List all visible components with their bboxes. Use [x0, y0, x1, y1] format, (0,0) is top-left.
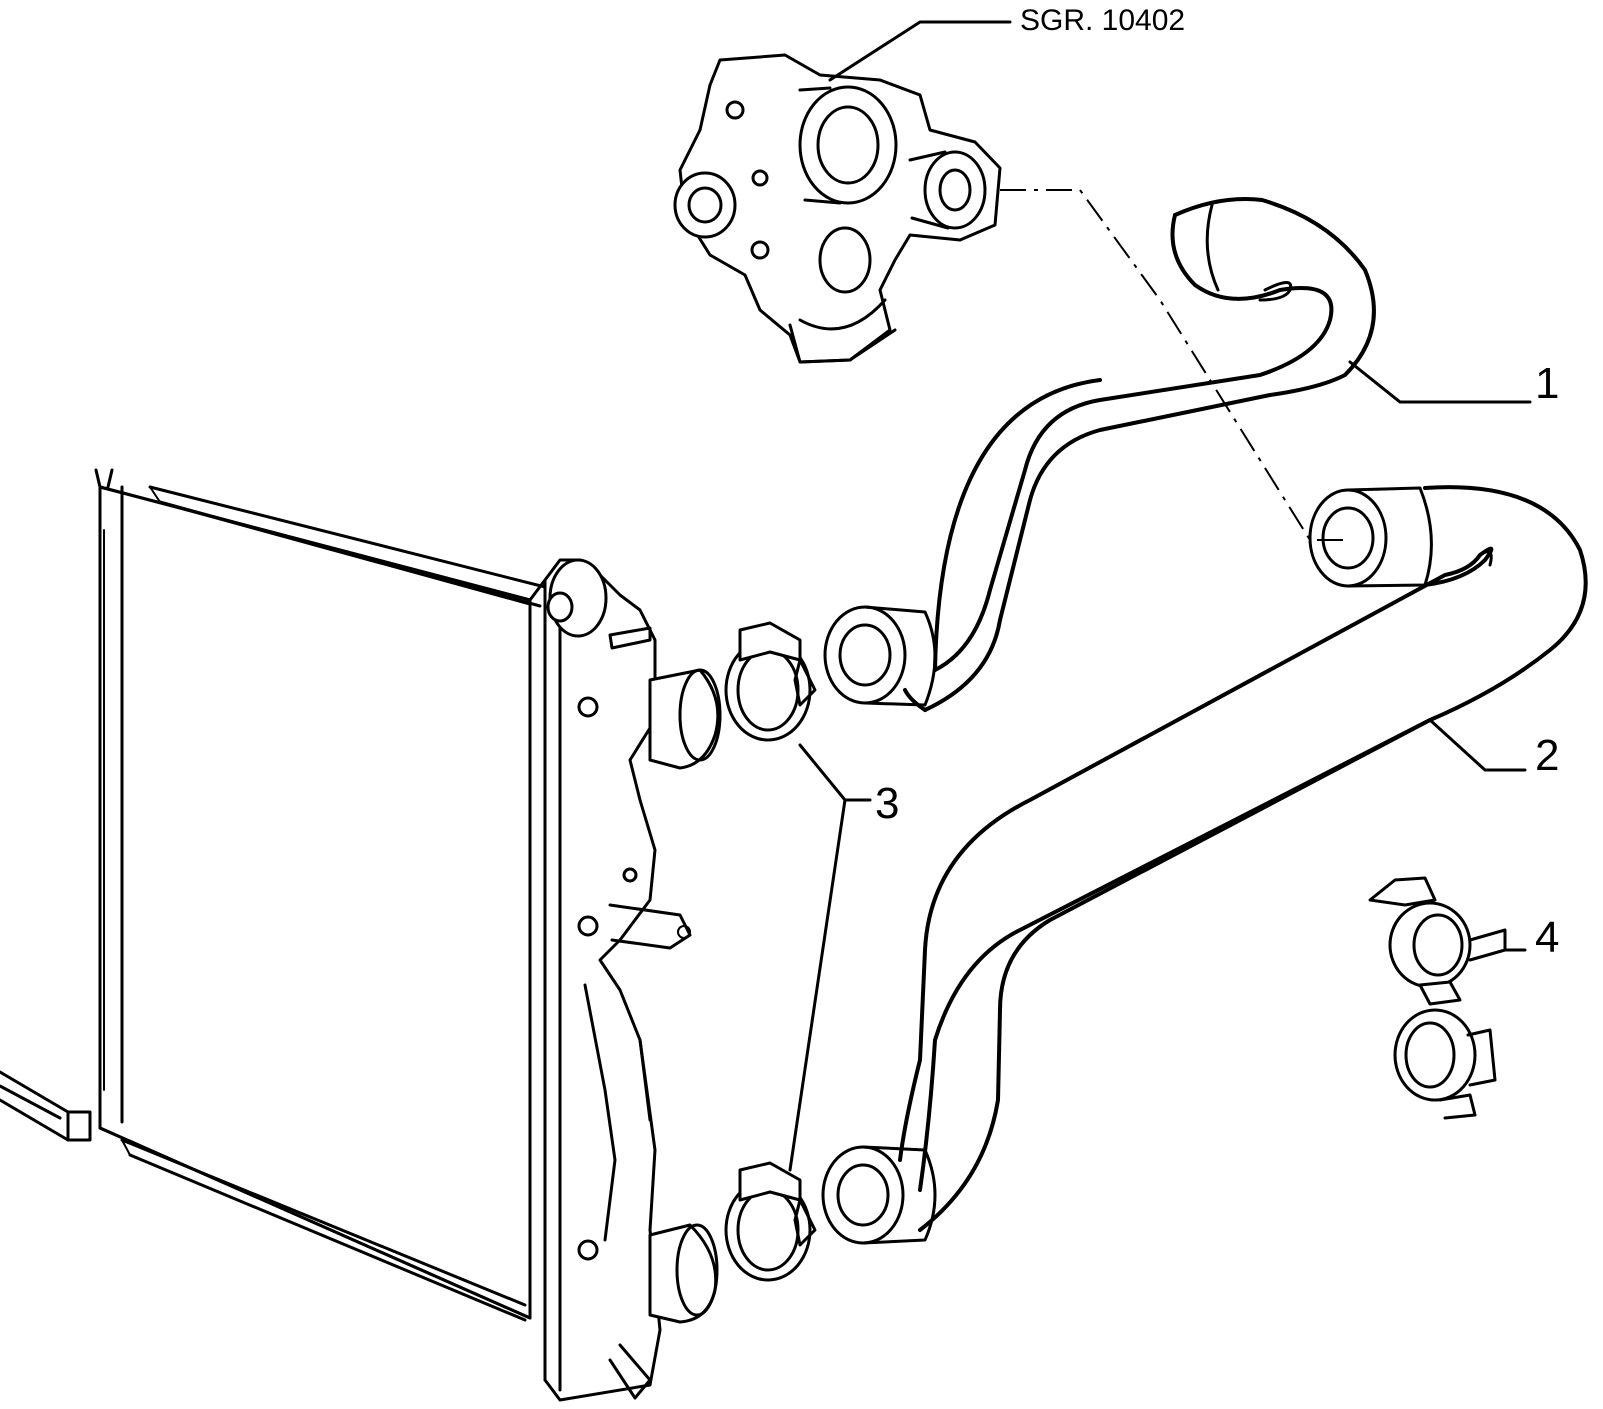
callout-1-label: 1 — [1535, 359, 1559, 408]
callout-leaders — [788, 360, 1532, 1172]
callout-3-label: 3 — [875, 779, 899, 828]
radiator-end-tank — [528, 558, 722, 1402]
radiator — [0, 468, 547, 1322]
reference-label: SGR. 10402 — [1020, 4, 1185, 37]
callout-2-label: 2 — [1535, 731, 1559, 780]
hose-clamp-lower — [724, 1161, 817, 1282]
thermostat-housing — [673, 53, 1002, 364]
double-hose-clip — [1368, 876, 1507, 1120]
callout-4-label: 4 — [1535, 913, 1559, 962]
reference-leader: SGR. 10402 — [828, 4, 1185, 82]
hose-clamp-upper — [724, 621, 817, 742]
connection-centerline — [1000, 189, 1345, 541]
upper-radiator-hose — [823, 197, 1376, 712]
lower-radiator-hose — [821, 485, 1588, 1245]
